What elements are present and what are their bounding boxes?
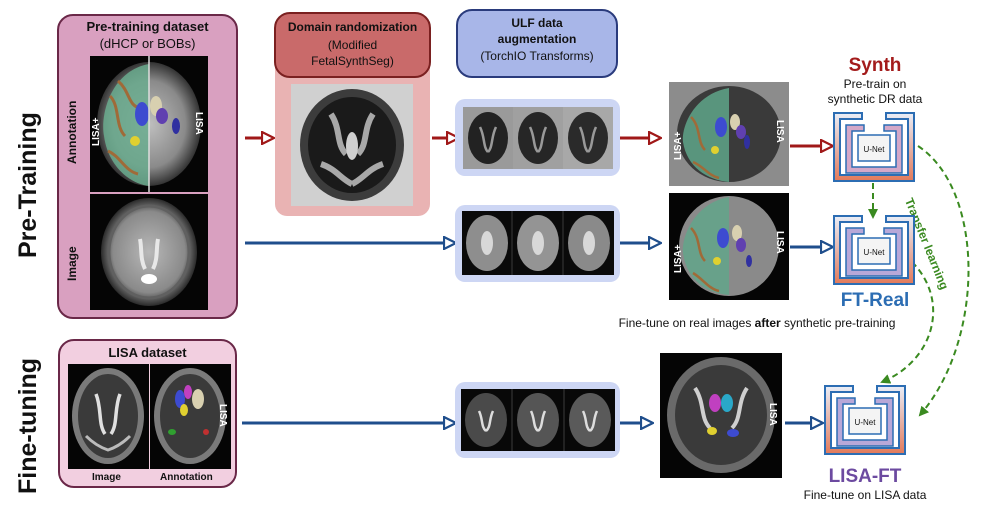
ftreal-caption-bold: after (754, 316, 781, 330)
pretraining-dataset-title: Pre-training dataset (86, 19, 209, 34)
domain-randomization-body (275, 60, 430, 216)
ftreal-unet-graphic: U-Net (833, 215, 915, 285)
ftreal-caption: Fine-tune on real images after synthetic… (592, 316, 922, 330)
lisa-dataset-title: LISA dataset (108, 345, 187, 360)
image-slice (90, 194, 208, 310)
synth-model-desc-1: Pre-train on (843, 77, 907, 91)
dr-line1: (Modified (327, 38, 378, 52)
synth-output-lisa: LISA (774, 120, 785, 143)
transfer-ftreal-to-lisaft (880, 261, 935, 384)
lisa-image-graphic (72, 368, 144, 464)
ftreal-output-lisa: LISA (774, 231, 785, 254)
dr-synthetic-slice (291, 84, 413, 206)
lisaft-output-graphic: LISA (667, 357, 778, 473)
synth-output-slice: LISA+ LISA (669, 82, 789, 186)
ftreal-model-title: FT-Real (840, 290, 910, 311)
domain-randomization-header: Domain randomization (Modified FetalSynt… (274, 12, 431, 78)
synth-output-graphic: LISA+ LISA (673, 86, 785, 182)
dr-line2: FetalSynthSeg) (311, 54, 394, 68)
lisaft-model-desc: Fine-tune on LISA data (803, 488, 927, 502)
ftreal-unet: U-Net (832, 214, 916, 286)
synth-output-lisa-plus: LISA+ (673, 131, 684, 160)
synth-model-title: Synth (848, 55, 902, 76)
pretraining-dataset-panel: Pre-training dataset (dHCP or BOBs) Anno… (57, 14, 238, 319)
lisaft-unet: U-Net (823, 384, 907, 456)
ftreal-caption-pre: Fine-tune on real images (618, 316, 755, 330)
ftreal-output-graphic: LISA+ LISA (673, 196, 785, 296)
lisaft-unet-graphic: U-Net (824, 385, 906, 455)
transfer-synth-to-lisaft (917, 145, 970, 417)
image-row-label: Image (65, 246, 79, 281)
lisa-annotation-lisa-label: LISA (217, 404, 228, 427)
annotation-slice: LISA+ LISA (90, 56, 208, 192)
lisaft-output-lisa: LISA (767, 403, 778, 426)
synth-unet: U-Net (832, 111, 916, 183)
lisa-annotation-graphic: LISA (154, 368, 228, 464)
ulf-strip-real (455, 205, 620, 282)
annotation-row-label: Annotation (65, 100, 79, 164)
ftreal-unet-label: U-Net (864, 248, 886, 257)
ulf-title-line2: augmentation (497, 32, 577, 46)
annotation-lisa-plus-label: LISA+ (91, 117, 102, 146)
synth-unet-graphic: U-Net (833, 112, 915, 182)
lisa-annotation-caption: Annotation (160, 472, 213, 483)
ftreal-output-lisa-plus: LISA+ (673, 244, 684, 273)
ulf-augmentation-header: ULF data augmentation (TorchIO Transform… (456, 9, 618, 78)
lisa-image-caption: Image (92, 472, 121, 483)
t2-brain-graphic (101, 198, 197, 306)
lisa-image-slice (68, 364, 149, 469)
pretraining-dataset-subtitle: (dHCP or BOBs) (99, 36, 196, 51)
ulf-real-slices (462, 211, 614, 275)
ulf-synthetic-slices (463, 107, 613, 169)
annotation-lisa-label: LISA (193, 112, 204, 135)
dr-brain-graphic (300, 89, 404, 201)
ftreal-caption-post: synthetic pre-training (780, 316, 896, 330)
ulf-strip-synthetic (455, 99, 620, 176)
lisa-dataset-panel: LISA dataset LISA Image Annotation (58, 339, 237, 488)
ulf-strip-lisa (455, 382, 620, 458)
ulf-lisa-slices (461, 389, 615, 451)
lisaft-output-slice: LISA (660, 353, 782, 478)
ulf-subtitle: (TorchIO Transforms) (480, 49, 594, 63)
ulf-title-line1: ULF data (511, 16, 563, 30)
lisaft-model-title: LISA-FT (828, 466, 902, 487)
lisaft-unet-label: U-Net (855, 418, 877, 427)
annotation-brain-graphic: LISA+ LISA (91, 56, 204, 192)
dr-title: Domain randomization (287, 20, 418, 34)
synth-model-desc-2: synthetic DR data (827, 92, 923, 106)
synth-unet-label: U-Net (864, 145, 886, 154)
ftreal-output-slice: LISA+ LISA (669, 193, 789, 300)
lisa-annotation-slice: LISA (150, 364, 231, 469)
